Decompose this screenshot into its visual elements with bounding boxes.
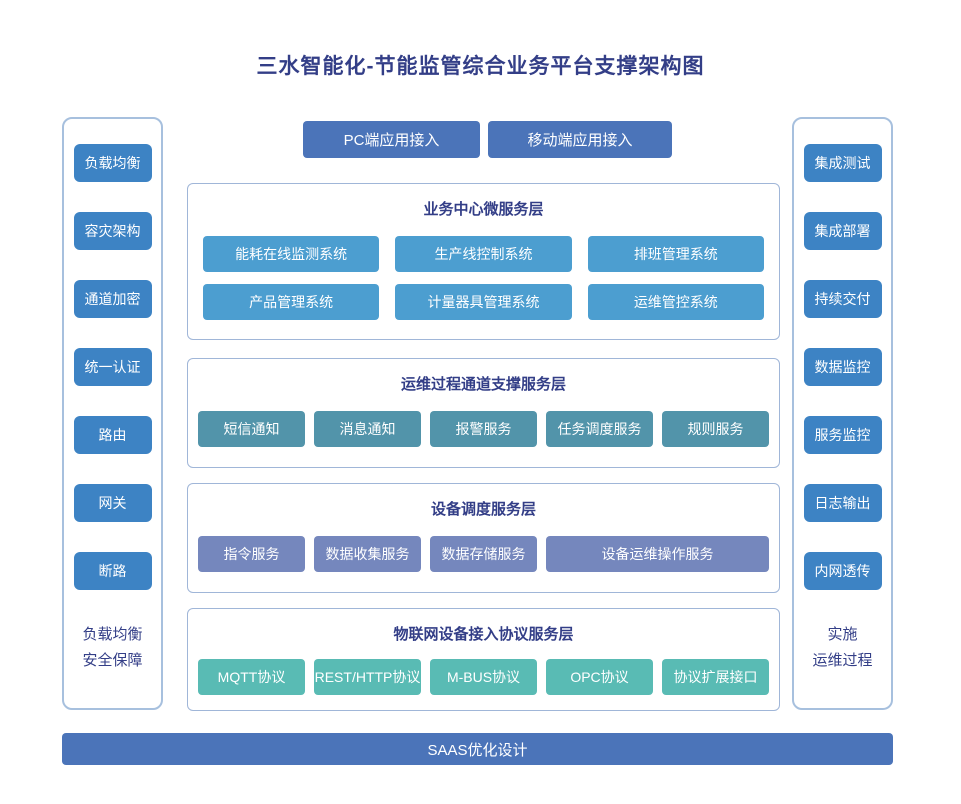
ops-channel-layer-title: 运维过程通道支撑服务层: [400, 376, 566, 393]
capability-box-disaster-recovery: 容灾架构: [73, 212, 152, 250]
service-box-sms-notify: 短信通知: [198, 411, 305, 447]
application-access-row: PC端应用接入 移动端应用接入: [303, 121, 672, 158]
protocol-box-mqtt: MQTT协议: [198, 659, 305, 695]
left-panel-caption-line1: 负载均衡: [82, 626, 143, 643]
business-microservice-layer: 业务中心微服务层 能耗在线监测系统 生产线控制系统 排班管理系统 产品管理系统 …: [187, 183, 780, 340]
device-layer-title: 设备调度服务层: [430, 501, 536, 518]
service-box-alarm-service: 报警服务: [430, 411, 537, 447]
saas-optimization-bar: SAAS优化设计: [62, 733, 893, 765]
service-box-data-collection: 数据收集服务: [314, 536, 421, 572]
pc-app-access-box: PC端应用接入: [303, 121, 480, 158]
iot-protocol-layer: 物联网设备接入协议服务层 MQTT协议 REST/HTTP协议 M-BUS协议 …: [187, 608, 780, 711]
service-box-rule-service: 规则服务: [662, 411, 769, 447]
service-box-metering-instrument: 计量器具管理系统: [395, 284, 572, 320]
left-capability-panel: 负载均衡 容灾架构 通道加密 统一认证 路由 网关 断路 负载均衡 安全保障: [62, 117, 163, 710]
device-layer-grid: 指令服务 数据收集服务 数据存储服务 设备运维操作服务: [198, 536, 769, 572]
ops-channel-support-layer: 运维过程通道支撑服务层 短信通知 消息通知 报警服务 任务调度服务 规则服务: [187, 358, 780, 468]
service-box-ops-control: 运维管控系统: [587, 284, 764, 320]
business-layer-title: 业务中心微服务层: [423, 201, 544, 218]
service-box-energy-monitoring: 能耗在线监测系统: [203, 236, 380, 272]
right-panel-caption-line2: 运维过程: [812, 652, 873, 669]
capability-box-channel-encryption: 通道加密: [73, 280, 152, 318]
business-layer-grid: 能耗在线监测系统 生产线控制系统 排班管理系统 产品管理系统 计量器具管理系统 …: [203, 236, 764, 320]
capability-box-unified-auth: 统一认证: [73, 348, 152, 386]
devops-box-service-monitor: 服务监控: [803, 416, 882, 454]
right-panel-caption: 实施 运维过程: [812, 622, 872, 674]
right-panel-caption-line1: 实施: [827, 626, 858, 643]
protocol-box-mbus: M-BUS协议: [430, 659, 537, 695]
service-box-message-notify: 消息通知: [314, 411, 421, 447]
devops-box-integration-test: 集成测试: [803, 144, 882, 182]
page-title: 三水智能化-节能监管综合业务平台支撑架构图: [256, 55, 705, 78]
iot-layer-title: 物联网设备接入协议服务层: [393, 626, 574, 643]
capability-box-routing: 路由: [73, 416, 152, 454]
devops-box-continuous-delivery: 持续交付: [803, 280, 882, 318]
device-scheduling-layer: 设备调度服务层 指令服务 数据收集服务 数据存储服务 设备运维操作服务: [187, 483, 780, 593]
service-box-device-ops-operation: 设备运维操作服务: [546, 536, 769, 572]
devops-box-integration-deploy: 集成部署: [803, 212, 882, 250]
devops-box-data-monitor: 数据监控: [803, 348, 882, 386]
left-panel-caption: 负载均衡 安全保障: [82, 622, 142, 674]
service-box-command-service: 指令服务: [198, 536, 305, 572]
ops-channel-layer-grid: 短信通知 消息通知 报警服务 任务调度服务 规则服务: [198, 411, 769, 447]
capability-box-load-balance: 负载均衡: [73, 144, 152, 182]
service-box-production-line-control: 生产线控制系统: [395, 236, 572, 272]
capability-box-circuit-break: 断路: [73, 552, 152, 590]
protocol-box-rest-http: REST/HTTP协议: [314, 659, 421, 695]
capability-box-gateway: 网关: [73, 484, 152, 522]
right-devops-panel: 集成测试 集成部署 持续交付 数据监控 服务监控 日志输出 内网透传 实施 运维…: [792, 117, 893, 710]
mobile-app-access-box: 移动端应用接入: [488, 121, 672, 158]
iot-layer-grid: MQTT协议 REST/HTTP协议 M-BUS协议 OPC协议 协议扩展接口: [198, 659, 769, 695]
left-panel-caption-line2: 安全保障: [82, 652, 143, 669]
protocol-box-extension: 协议扩展接口: [662, 659, 769, 695]
devops-box-log-output: 日志输出: [803, 484, 882, 522]
protocol-box-opc: OPC协议: [546, 659, 653, 695]
service-box-task-scheduling: 任务调度服务: [546, 411, 653, 447]
service-box-product-management: 产品管理系统: [203, 284, 380, 320]
service-box-data-storage: 数据存储服务: [430, 536, 537, 572]
service-box-shift-management: 排班管理系统: [587, 236, 764, 272]
devops-box-intranet-passthrough: 内网透传: [803, 552, 882, 590]
